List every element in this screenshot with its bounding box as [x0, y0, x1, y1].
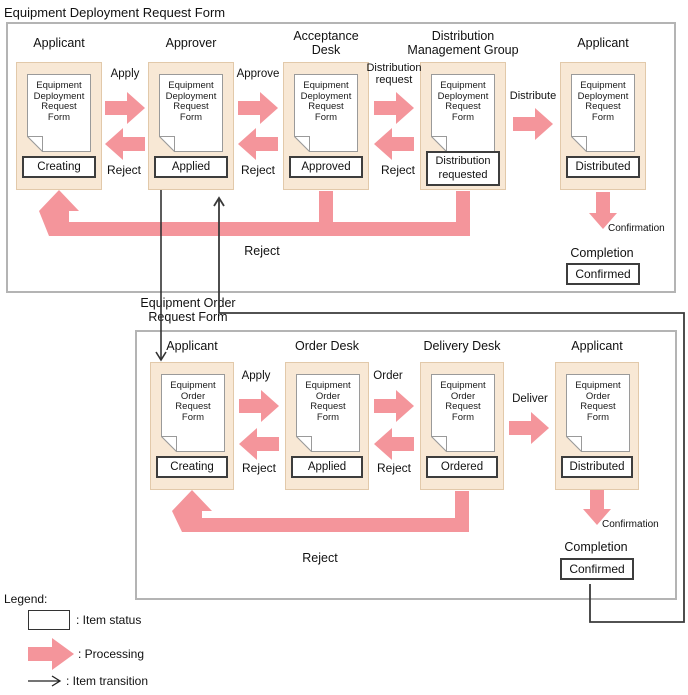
legend-processing-label: : Processing: [78, 647, 145, 661]
label-deliver: Deliver: [512, 393, 548, 405]
label-completion-top: Completion: [570, 246, 634, 260]
status-box-approved: Approved: [289, 156, 363, 178]
legend-processing-arrow-icon: [28, 638, 74, 670]
label-completion-bottom: Completion: [564, 540, 628, 554]
label-order-reject-return: Reject: [302, 551, 338, 565]
status-box-order-applied: Applied: [291, 456, 363, 478]
label-reject-2: Reject: [240, 163, 276, 177]
legend-item-transition-label: : Item transition: [66, 674, 149, 688]
role-header-order-desk: Order Desk: [295, 339, 359, 353]
legend-title: Legend:: [4, 592, 48, 606]
legend-item-status-label: : Item status: [76, 613, 142, 627]
label-apply: Apply: [110, 68, 140, 80]
legend-item-status-sample: [28, 610, 70, 630]
legend-item-transition-arrow-icon: [28, 675, 62, 687]
status-box-order-creating: Creating: [156, 456, 228, 478]
page-title: Equipment Deployment Request Form: [4, 5, 226, 20]
role-header-delivery-desk: Delivery Desk: [423, 339, 501, 353]
label-approve: Approve: [236, 68, 280, 80]
label-order-reject-2: Reject: [376, 461, 412, 475]
label-reject-3: Reject: [380, 163, 416, 177]
label-order-reject-1: Reject: [241, 461, 277, 475]
confirmed-box-top: Confirmed: [566, 263, 640, 285]
label-distribute: Distribute: [509, 90, 557, 102]
status-box-ordered: Ordered: [426, 456, 498, 478]
status-box-order-distributed: Distributed: [561, 456, 633, 478]
label-order: Order: [373, 370, 403, 382]
status-box-creating: Creating: [22, 156, 96, 178]
label-reject-return: Reject: [244, 244, 280, 258]
label-reject-1: Reject: [106, 163, 142, 177]
status-box-distributed: Distributed: [566, 156, 640, 178]
label-confirmation-bottom: Confirmation: [602, 519, 659, 530]
status-box-applied: Applied: [154, 156, 228, 178]
label-confirmation-top: Confirmation: [608, 223, 665, 234]
role-header-applicant-2: Applicant: [577, 36, 629, 50]
role-header-applicant-1: Applicant: [33, 36, 85, 50]
confirmed-box-bottom: Confirmed: [560, 558, 634, 580]
role-header-applicant-4: Applicant: [571, 339, 623, 353]
role-header-applicant-3: Applicant: [166, 339, 218, 353]
role-header-approver: Approver: [165, 36, 217, 50]
label-order-apply: Apply: [241, 370, 271, 382]
